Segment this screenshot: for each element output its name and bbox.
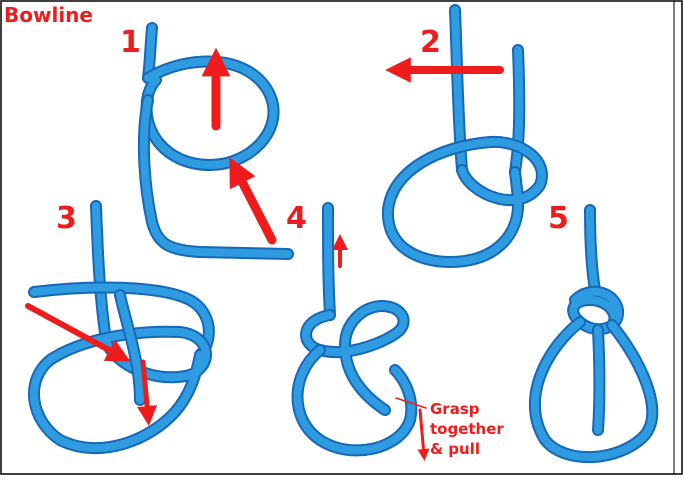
step-number-2: 2 bbox=[420, 25, 441, 60]
diagram-title: Bowline bbox=[4, 3, 93, 27]
annotation-line-1: Grasp bbox=[430, 400, 480, 418]
step-5-rope bbox=[535, 210, 652, 457]
step-number-1: 1 bbox=[120, 25, 141, 60]
arrow-icon bbox=[236, 170, 272, 240]
grasp-annotation: Grasp together & pull bbox=[430, 400, 504, 458]
step-3-rope bbox=[34, 206, 209, 448]
annotation-line-3: & pull bbox=[430, 440, 480, 458]
step-2-rope bbox=[388, 10, 542, 262]
arrow-icon bbox=[420, 410, 424, 455]
step-number-3: 3 bbox=[56, 201, 77, 236]
step-number-4: 4 bbox=[286, 201, 307, 236]
step-number-5: 5 bbox=[548, 201, 569, 236]
annotation-line-2: together bbox=[430, 420, 504, 438]
